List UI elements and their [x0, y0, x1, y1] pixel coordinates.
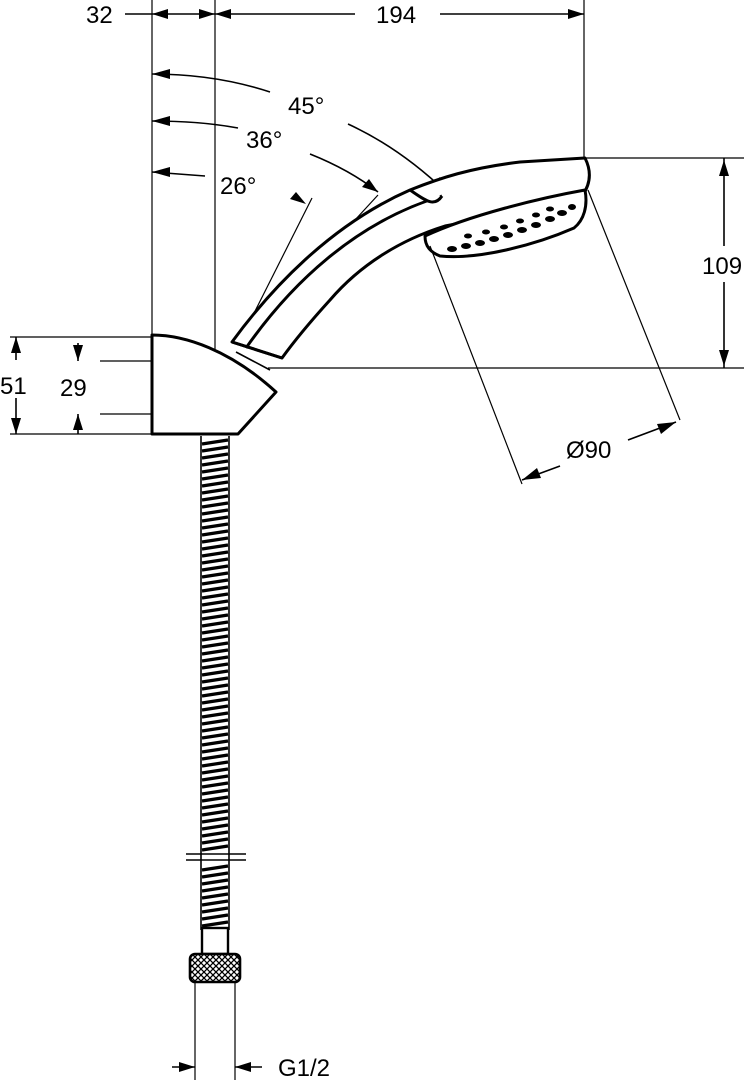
- shower-handle: [230, 156, 591, 371]
- dim-51-label: 51: [0, 373, 27, 400]
- shower-head-face: [423, 188, 588, 259]
- hose-nut: [188, 926, 242, 1080]
- dim-32-label: 32: [86, 2, 113, 29]
- angle-dimensions: 45° 36° 26°: [151, 69, 447, 204]
- shower-hose: [186, 436, 246, 930]
- dimension-109: 109: [702, 158, 742, 368]
- dimension-top: 32 194: [86, 2, 584, 29]
- dim-194-label: 194: [376, 2, 416, 29]
- dim-29-label: 29: [60, 375, 87, 402]
- angle-36-label: 36°: [246, 127, 282, 154]
- angle-26-label: 26°: [220, 173, 256, 200]
- spray-nozzles: [447, 204, 576, 252]
- dim-diameter-label: Ø90: [566, 437, 611, 464]
- dimension-diameter: Ø90: [429, 189, 681, 485]
- thread-label: G1/2: [278, 1055, 330, 1080]
- wall-bracket: [150, 333, 278, 436]
- dimension-thread: G1/2: [172, 1055, 330, 1080]
- angle-45-label: 45°: [288, 93, 324, 120]
- dim-109-label: 109: [702, 253, 742, 280]
- dimension-bracket: 51 29: [0, 337, 87, 434]
